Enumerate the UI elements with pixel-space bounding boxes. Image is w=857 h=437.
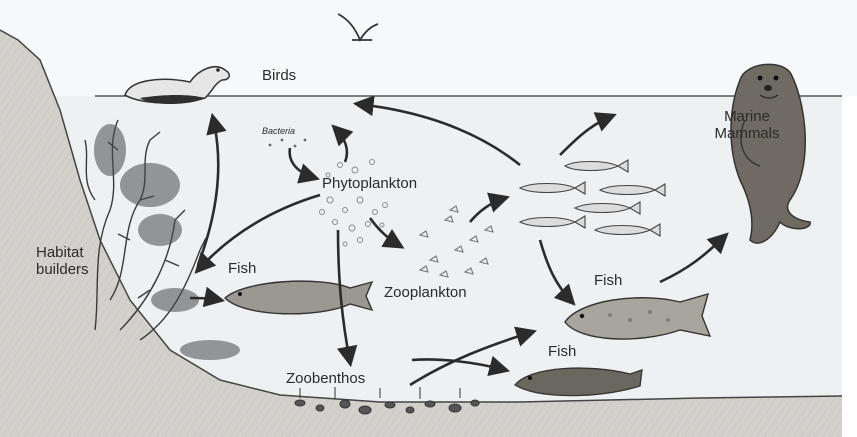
label-marine-mammals: Marine Mammals <box>712 108 782 142</box>
label-zoobenthos: Zoobenthos <box>286 370 365 387</box>
label-zooplankton: Zooplankton <box>384 284 467 301</box>
label-habitat-line2: builders <box>36 261 89 278</box>
sky <box>0 0 857 96</box>
label-habitat-builders: Habitat builders <box>36 244 89 278</box>
label-fish-bottom: Fish <box>548 343 576 360</box>
label-phytoplankton: Phytoplankton <box>322 175 417 192</box>
label-fish-left: Fish <box>228 260 256 277</box>
label-bacteria: Bacteria <box>262 126 295 136</box>
label-fish-right: Fish <box>594 272 622 289</box>
label-habitat-line1: Habitat <box>36 244 89 261</box>
label-birds: Birds <box>262 67 296 84</box>
label-marine-mammals-line2: Mammals <box>712 125 782 142</box>
label-marine-mammals-line1: Marine <box>712 108 782 125</box>
